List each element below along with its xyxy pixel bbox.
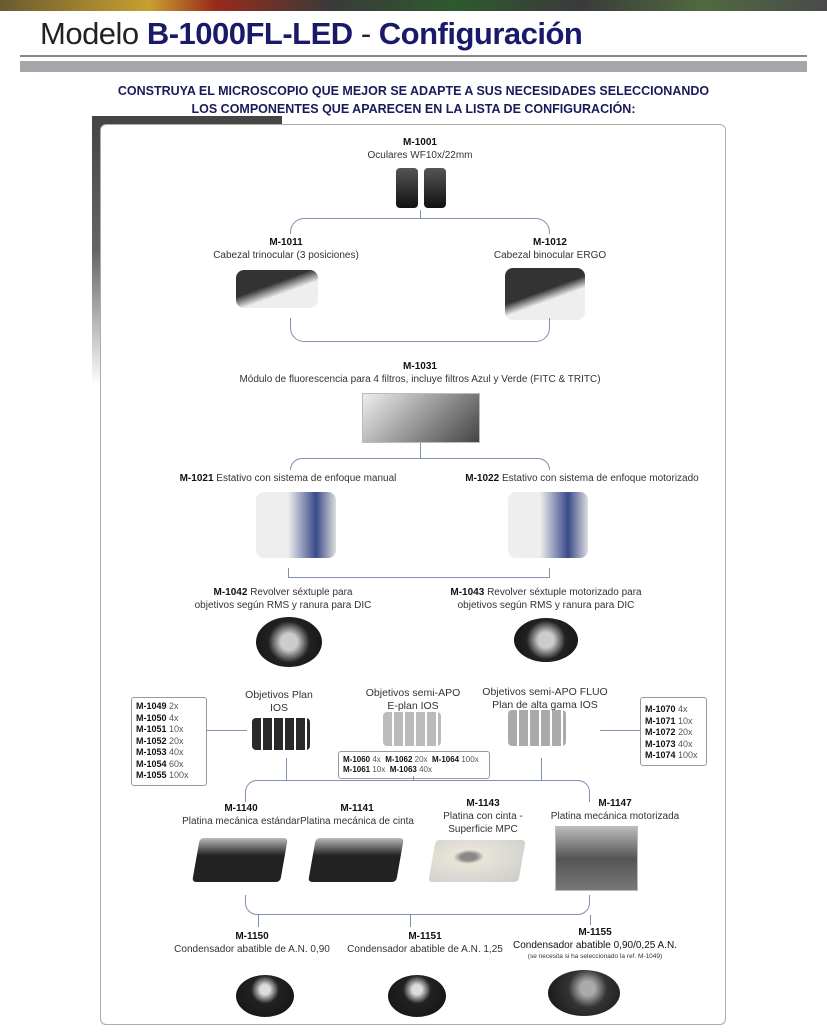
semiapo-objectives-list: M-1060 4x M-1062 20x M-1064 100x M-1061 … <box>338 751 490 779</box>
condenser-090-image <box>236 975 294 1017</box>
condenser-125-image <box>388 975 446 1017</box>
motorized-stand-image <box>508 492 588 558</box>
semiapo-objectives-image <box>383 712 441 746</box>
fluo-objectives-image <box>508 710 566 746</box>
motorized-stage-image <box>555 826 638 891</box>
objective-item[interactable]: M-1061 10x <box>343 765 386 774</box>
objective-item[interactable]: M-1049 2x <box>136 701 179 711</box>
connector <box>258 915 259 927</box>
eyepiece-image <box>396 168 418 208</box>
connector <box>541 758 542 780</box>
connector <box>207 730 247 731</box>
objective-item[interactable]: M-1052 20x <box>136 735 184 746</box>
title-rule <box>20 55 807 57</box>
binocular-head-image <box>505 268 585 320</box>
connector <box>590 915 591 925</box>
stand-option-manual[interactable]: M-1021 Estativo con sistema de enfoque m… <box>179 473 397 484</box>
objective-item[interactable]: M-1060 4x <box>343 755 381 764</box>
connector <box>286 758 287 780</box>
manual-stand-image <box>256 492 336 558</box>
intro-line-1: CONSTRUYA EL MICROSCOPIO QUE MEJOR SE AD… <box>117 84 710 98</box>
objective-item[interactable]: M-1063 40x <box>389 765 432 774</box>
objective-item[interactable]: M-1072 20x <box>645 727 693 737</box>
fluorescence-module-image <box>362 393 480 443</box>
connector <box>420 210 421 218</box>
tape-stage-image <box>308 838 404 882</box>
revolver-image <box>256 617 322 667</box>
top-banner <box>0 0 827 11</box>
connector <box>290 218 550 234</box>
stand-option-motorized[interactable]: M-1022 Estativo con sistema de enfoque m… <box>465 473 699 484</box>
connector <box>245 895 590 915</box>
objective-item[interactable]: M-1062 20x <box>385 755 428 764</box>
connector <box>600 730 640 731</box>
connector <box>420 443 421 458</box>
objective-item[interactable]: M-1053 40x <box>136 747 184 757</box>
objective-item[interactable]: M-1055 100x <box>136 770 189 780</box>
objective-item[interactable]: M-1050 4x <box>136 712 179 723</box>
intro-line-2: LOS COMPONENTES QUE APARECEN EN LA LISTA… <box>191 102 636 116</box>
connector <box>410 915 411 927</box>
page-title: Modelo B-1000FL-LED - Configuración <box>40 16 583 51</box>
objective-item[interactable]: M-1071 10x <box>645 715 693 726</box>
objective-item[interactable]: M-1074 100x <box>645 750 698 760</box>
header-bar <box>20 61 807 72</box>
connector <box>290 318 550 342</box>
connector <box>290 458 550 470</box>
fluo-objectives-list: M-1070 4x M-1071 10x M-1072 20x M-1073 4… <box>640 697 707 766</box>
connector <box>288 568 550 578</box>
connector <box>413 776 414 780</box>
objective-item[interactable]: M-1073 40x <box>645 738 693 749</box>
plan-objectives-image <box>252 718 310 750</box>
condenser-090-025-image <box>548 970 620 1016</box>
connector <box>245 780 590 802</box>
objective-item[interactable]: M-1051 10x <box>136 724 184 734</box>
trinocular-head-image <box>236 270 318 308</box>
mpc-stage-image <box>428 840 526 882</box>
plan-objectives-list: M-1049 2x M-1050 4x M-1051 10x M-1052 20… <box>131 697 207 786</box>
objective-item[interactable]: M-1070 4x <box>645 704 688 714</box>
motorized-revolver-image <box>514 618 578 662</box>
objective-item[interactable]: M-1064 100x <box>431 755 479 764</box>
standard-stage-image <box>192 838 288 882</box>
objective-item[interactable]: M-1054 60x <box>136 758 184 769</box>
eyepiece-image <box>424 168 446 208</box>
revolver-option-motorized[interactable]: M-1043 Revolver séxtuple motorizado para… <box>450 587 642 611</box>
